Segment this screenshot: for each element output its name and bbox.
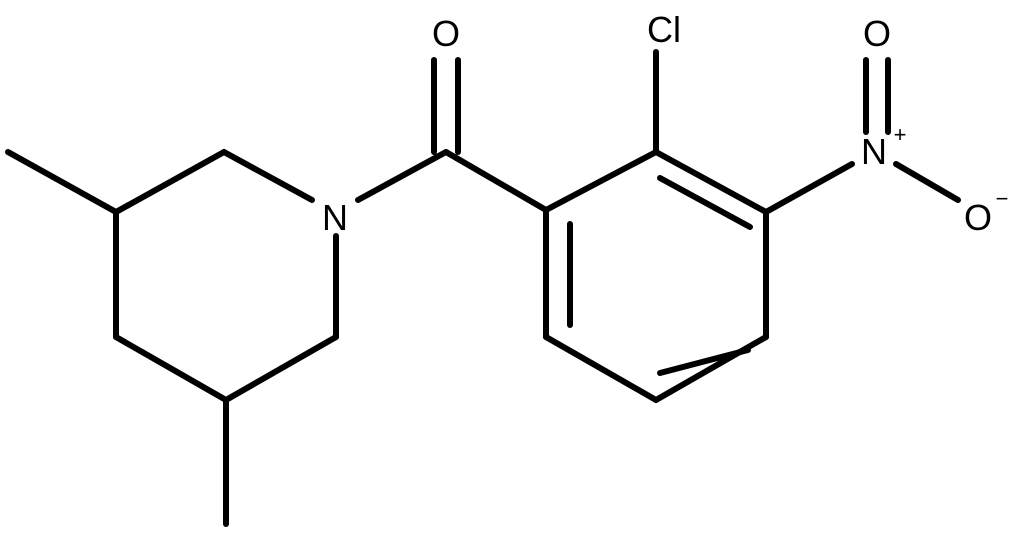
piperidine-bond-n-c2: [221, 149, 315, 203]
ring-bond-c5-c6: [543, 334, 659, 403]
carbonyl-to-ring-bond: [443, 149, 549, 213]
piperidine-bond-c4-c5: [113, 334, 229, 403]
nitro-oxygen-top-label: O: [863, 13, 891, 54]
carbonyl-to-nitrogen-bond: [355, 149, 449, 203]
nitro-single-bond: [893, 161, 961, 203]
nitro-nitrogen-charge: +: [894, 122, 907, 147]
amide-nitrogen-label: N: [322, 197, 348, 238]
piperidine-bond-c5-c6: [223, 334, 339, 403]
nitro-oxygen-charge: −: [996, 186, 1009, 211]
methyl-bond-upper: [5, 149, 119, 215]
chlorine-label: Cl: [647, 9, 681, 50]
nitro-nitrogen-label: N: [861, 131, 887, 172]
bonds: [5, 49, 961, 527]
nitro-oxygen-right-label: O: [964, 197, 992, 238]
carbon-nitro-bond: [763, 161, 855, 215]
ring-inner-bond-c4-c5: [657, 347, 751, 376]
ring-bond-c1-c2: [543, 149, 659, 213]
ring-inner-bond-c2-c3: [657, 175, 753, 230]
carbonyl-oxygen-label: O: [432, 13, 460, 54]
piperidine-bond-c2-c3: [113, 149, 227, 215]
ring-bond-c2-c3: [653, 149, 769, 215]
atom-labels: O Cl O N + O − N: [322, 9, 1008, 238]
